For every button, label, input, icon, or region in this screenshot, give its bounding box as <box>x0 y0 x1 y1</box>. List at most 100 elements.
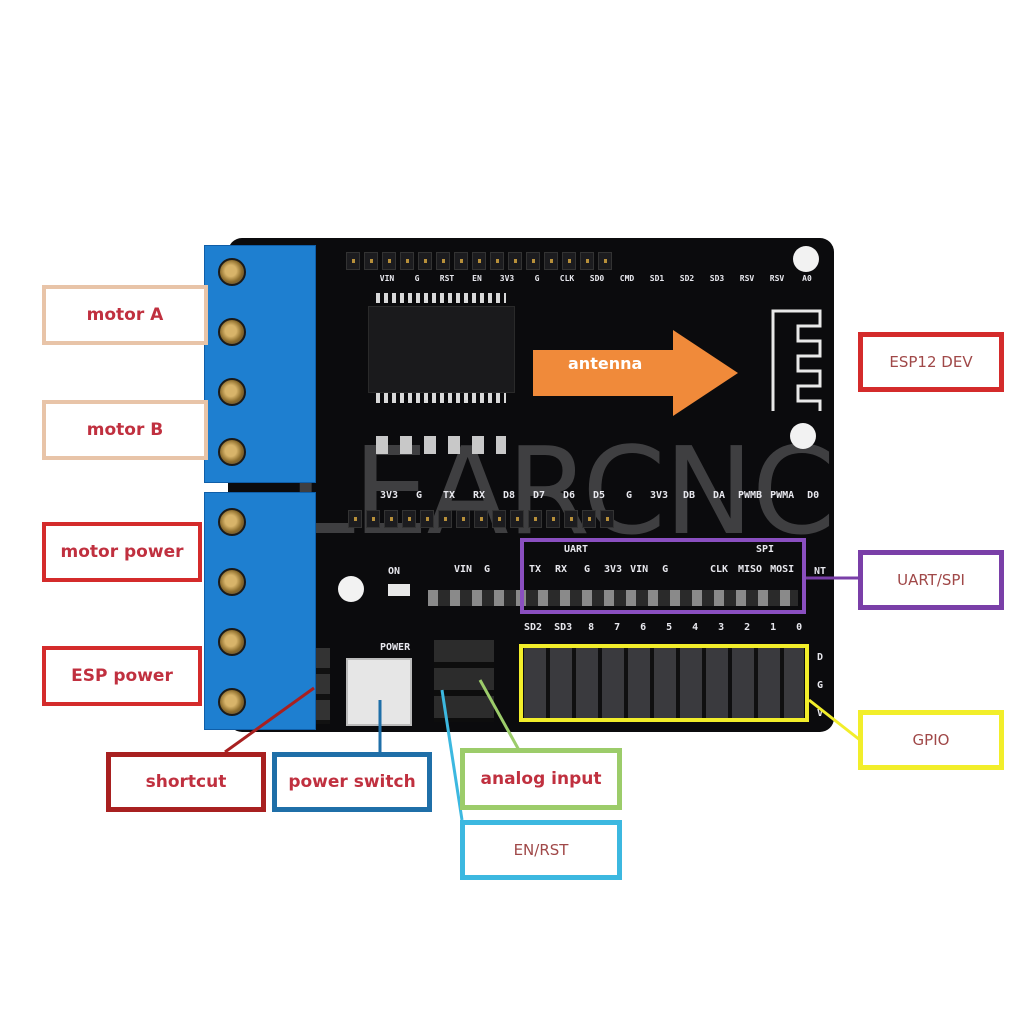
pcb-antenna-trace-icon <box>771 309 822 411</box>
pin-label: G <box>583 564 591 575</box>
callout-uart-spi: UART/SPI <box>858 550 1004 610</box>
header-pin <box>528 510 542 528</box>
pin-label: 4 <box>692 622 699 633</box>
screw-terminal[interactable] <box>218 628 246 656</box>
screw-terminal[interactable] <box>218 688 246 716</box>
callout-text: ESP power <box>71 666 173 686</box>
mount-hole <box>338 576 364 602</box>
pin-label: CLK <box>559 274 575 283</box>
callout-motor-b: motor B <box>42 400 208 460</box>
header-pin <box>544 252 558 270</box>
header-pin <box>508 252 522 270</box>
pin-label: SD1 <box>649 274 665 283</box>
pin-label: VIN <box>379 274 395 283</box>
callout-shortcut: shortcut <box>106 752 266 812</box>
pin-label: DA <box>712 490 726 501</box>
pin-label: PWMB <box>738 490 763 501</box>
screw-terminal[interactable] <box>218 378 246 406</box>
pin-label: RX <box>554 564 568 575</box>
pin-label: CMD <box>619 274 635 283</box>
pin-label: G <box>534 274 540 283</box>
top-pin-header <box>346 252 612 270</box>
callout-text: UART/SPI <box>897 571 965 589</box>
header-pin <box>348 510 362 528</box>
pin-label: VIN <box>630 564 649 575</box>
pin-label: RSV <box>769 274 785 283</box>
mount-hole <box>793 246 819 272</box>
pin-label: 3V3 <box>499 274 515 283</box>
pin-label: DB <box>682 490 696 501</box>
callout-text: shortcut <box>145 772 227 792</box>
header-pin <box>346 252 360 270</box>
pin-label: MOSI <box>770 564 795 575</box>
screw-terminal[interactable] <box>218 438 246 466</box>
chip-legs-bottom <box>376 393 506 403</box>
pin-label: PWMA <box>770 490 795 501</box>
pin-label: D6 <box>562 490 576 501</box>
header-pin <box>366 510 380 528</box>
callout-text: ESP12 DEV <box>889 353 973 371</box>
pin-label: TX <box>442 490 456 501</box>
chip-legs-top <box>376 293 506 303</box>
header-pin <box>438 510 452 528</box>
gpio-row-label-g: G <box>817 680 824 691</box>
callout-motor-power: motor power <box>42 522 202 582</box>
header-pin <box>598 252 612 270</box>
callout-text: motor A <box>86 305 164 325</box>
callout-en-rst: EN/RST <box>460 820 622 880</box>
screw-terminal[interactable] <box>218 258 246 286</box>
header-pin <box>436 252 450 270</box>
callout-text: EN/RST <box>513 841 569 859</box>
callout-esp-power: ESP power <box>42 646 202 706</box>
gpio-row-label-v: V <box>817 708 824 719</box>
leader-gpio <box>808 698 861 742</box>
header-pin <box>456 510 470 528</box>
uart-spi-highlight <box>520 538 806 614</box>
pin-label: G <box>415 490 423 501</box>
header-pin <box>474 510 488 528</box>
pin-label: D8 <box>502 490 516 501</box>
pin-label: 3 <box>718 622 725 633</box>
pin-label: G <box>414 274 420 283</box>
leader-en-rst <box>440 689 464 821</box>
vin-label: VIN <box>454 564 473 575</box>
pin-label: 3V3 <box>379 490 399 501</box>
pin-label: G <box>662 564 669 575</box>
pin-label: SD0 <box>589 274 605 283</box>
pin-label: TX <box>528 564 542 575</box>
header-pin <box>600 510 614 528</box>
pin-label: D5 <box>592 490 606 501</box>
screw-terminal[interactable] <box>218 568 246 596</box>
pin-label: SD2 <box>679 274 695 283</box>
pin-label: 8 <box>588 622 595 633</box>
uart-title: UART <box>564 544 589 555</box>
pin-label: EN <box>472 274 482 283</box>
pin-label: SD3 <box>709 274 725 283</box>
motor-driver-chip <box>368 306 515 393</box>
pin-label: RX <box>472 490 486 501</box>
header-pin <box>454 252 468 270</box>
pin-label: SD2 <box>524 622 543 633</box>
header-pin <box>384 510 398 528</box>
screw-terminal[interactable] <box>218 318 246 346</box>
header-pin <box>364 252 378 270</box>
pin-label: D7 <box>532 490 546 501</box>
header-pin <box>472 252 486 270</box>
antenna-label: antenna <box>568 354 643 373</box>
smd-resistors <box>376 436 506 454</box>
screw-terminal[interactable] <box>218 508 246 536</box>
mount-hole <box>790 423 816 449</box>
pin-label: 3V3 <box>649 490 669 501</box>
header-pin <box>580 252 594 270</box>
header-pin <box>562 252 576 270</box>
pin-label: RST <box>439 274 455 283</box>
g-label: G <box>484 564 491 575</box>
on-led-label: ON <box>388 566 401 577</box>
int-label: NT <box>814 566 827 577</box>
pin-label: MISO <box>738 564 763 575</box>
header-pin <box>382 252 396 270</box>
